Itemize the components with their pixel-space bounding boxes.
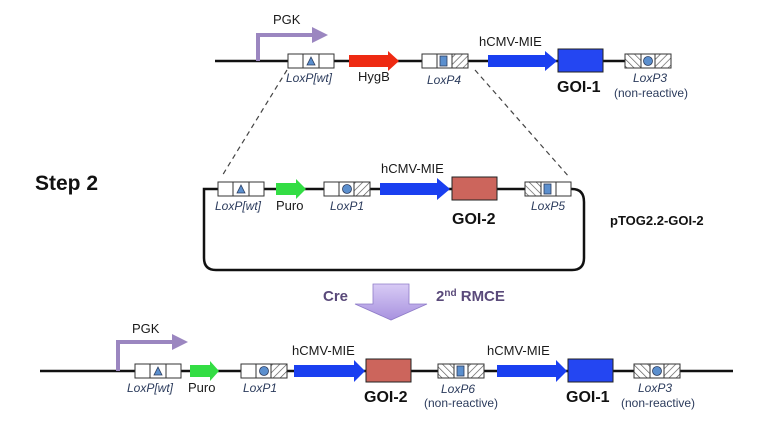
- top-loxp4-label: LoxP4: [427, 73, 461, 87]
- bottom-pgk-label: PGK: [132, 321, 160, 336]
- bottom-loxp1-label: LoxP1: [243, 381, 277, 395]
- top-construct: PGK LoxP[wt] HygB LoxP4 hCMV-MIE GOI-1: [215, 12, 688, 100]
- square-icon: [543, 183, 552, 195]
- step-label: Step 2: [35, 172, 98, 195]
- cre-label: Cre: [323, 288, 348, 305]
- top-loxp4-site: [421, 53, 469, 69]
- bottom-loxp6-label: LoxP6: [441, 382, 475, 396]
- circle-icon: [652, 366, 662, 376]
- top-hcmv-promoter-arrow: [488, 51, 557, 71]
- bottom-loxp3-site: [633, 363, 681, 379]
- rmce-ordinal: 2: [436, 288, 444, 305]
- square-icon: [439, 55, 448, 67]
- bottom-loxp6-site: [437, 363, 485, 379]
- plasmid-loxp-wt-label: LoxP[wt]: [215, 199, 262, 213]
- bottom-hcmv-promoter-arrow-1: [294, 360, 365, 382]
- plasmid-puro-gene-arrow: [276, 179, 306, 199]
- top-hygb-label: HygB: [358, 69, 390, 84]
- circle-icon: [342, 184, 352, 194]
- plasmid-construct: LoxP[wt] Puro LoxP1 hCMV-MIE GOI-2 LoxP5: [202, 161, 586, 272]
- rmce-label: 2nd RMCE: [436, 288, 505, 305]
- top-loxp3-label: LoxP3: [633, 71, 667, 85]
- bottom-puro-label: Puro: [188, 380, 215, 395]
- bottom-loxp3-note: (non-reactive): [621, 396, 695, 410]
- bottom-construct: PGK LoxP[wt] Puro LoxP1 hCMV-MIE GOI-2: [40, 321, 733, 410]
- bottom-hcmv-promoter-arrow-2: [497, 360, 567, 382]
- circle-icon: [643, 56, 653, 66]
- dashed-guide-right: [474, 69, 571, 179]
- plasmid-hcmv-promoter-arrow: [380, 178, 450, 200]
- plasmid-loxp1-site: [323, 181, 371, 197]
- bottom-loxp3-label: LoxP3: [638, 381, 672, 395]
- top-hcmv-label: hCMV-MIE: [479, 34, 542, 49]
- plasmid-name-label: pTOG2.2-GOI-2: [610, 213, 704, 228]
- top-loxp-wt-label: LoxP[wt]: [286, 71, 333, 85]
- bottom-hcmv-label-1: hCMV-MIE: [292, 343, 355, 358]
- bottom-loxp6-note: (non-reactive): [424, 396, 498, 410]
- triangle-icon: [306, 56, 316, 66]
- plasmid-loxp5-label: LoxP5: [531, 199, 565, 213]
- plasmid-hcmv-label: hCMV-MIE: [381, 161, 444, 176]
- triangle-icon: [153, 366, 163, 376]
- rmce-text: RMCE: [457, 288, 505, 305]
- bottom-goi2-box: [365, 358, 412, 383]
- top-loxp3-site: [624, 53, 672, 69]
- plasmid-puro-label: Puro: [276, 198, 303, 213]
- circle-icon: [259, 366, 269, 376]
- top-goi1-label: GOI-1: [557, 79, 601, 96]
- triangle-icon: [236, 184, 246, 194]
- plasmid-loxp1-label: LoxP1: [330, 199, 364, 213]
- bottom-hcmv-label-2: hCMV-MIE: [487, 343, 550, 358]
- bottom-puro-gene-arrow: [190, 361, 219, 381]
- bottom-goi1-box: [567, 358, 614, 383]
- plasmid-backbone: [202, 187, 586, 272]
- top-hygb-gene-arrow: [349, 51, 399, 71]
- bottom-loxp1-site: [240, 363, 288, 379]
- square-icon: [456, 365, 465, 377]
- bottom-loxp-wt-site: [134, 363, 182, 379]
- top-pgk-promoter-arrow-icon: [256, 27, 328, 61]
- plasmid-loxp-wt-site: [217, 181, 265, 197]
- plasmid-goi2-label: GOI-2: [452, 211, 496, 228]
- bottom-loxp-wt-label: LoxP[wt]: [127, 381, 174, 395]
- plasmid-goi2-box: [451, 176, 498, 201]
- top-loxp3-note: (non-reactive): [614, 86, 688, 100]
- bottom-goi2-label: GOI-2: [364, 389, 408, 406]
- rmce-superscript: nd: [444, 288, 456, 299]
- top-pgk-label: PGK: [273, 12, 301, 27]
- down-arrow-icon: [354, 283, 428, 321]
- bottom-goi1-label: GOI-1: [566, 389, 610, 406]
- top-goi1-box: [557, 48, 604, 73]
- top-loxp-wt-site: [287, 53, 335, 69]
- bottom-pgk-promoter-arrow-icon: [116, 334, 188, 371]
- cre-transition: Cre 2nd RMCE: [323, 283, 505, 321]
- dashed-guide-left: [221, 69, 288, 177]
- plasmid-loxp5-site: [524, 181, 572, 197]
